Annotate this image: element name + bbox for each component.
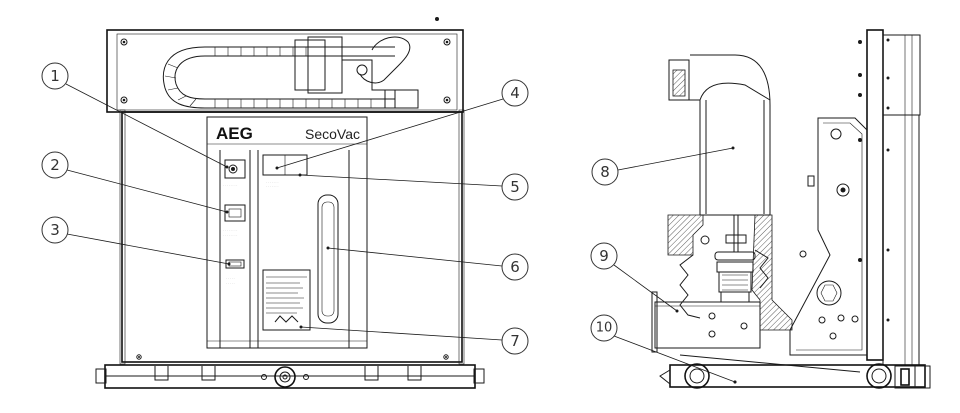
rating-plate [262, 269, 311, 331]
svg-text:3: 3 [50, 221, 60, 239]
callout-8: 8 [591, 158, 619, 186]
racking-drive [274, 366, 296, 388]
svg-text:· · · · ·: · · · · · [226, 281, 235, 285]
svg-text:2: 2 [50, 156, 60, 174]
operating-button [224, 159, 246, 179]
svg-text:10: 10 [596, 321, 613, 336]
svg-text:· · · · · · · ·: · · · · · · · · [223, 233, 237, 237]
svg-text:5: 5 [510, 178, 520, 196]
svg-text:· · · · · · ·: · · · · · · · [266, 180, 278, 184]
wheel-right [866, 363, 892, 389]
callout-7: 7 [501, 327, 529, 355]
brand-label: AEG [216, 124, 253, 143]
svg-text:1: 1 [50, 67, 60, 85]
front-plate [206, 116, 368, 349]
svg-text:· · · · · · · ·: · · · · · · · · [223, 183, 237, 187]
wheel-left [684, 363, 710, 389]
model-label: SecoVac [305, 126, 360, 142]
gear-wheel [816, 280, 842, 306]
pole-column [667, 54, 793, 331]
svg-text:6: 6 [510, 258, 520, 276]
svg-text:4: 4 [510, 84, 520, 102]
side-view [651, 29, 931, 389]
callout-3: 3 [41, 216, 69, 244]
svg-text:· · · · · · · ·: · · · · · · · · [223, 228, 237, 232]
indicator-window [224, 204, 246, 222]
callout-4: 4 [501, 79, 529, 107]
callout-2: 2 [41, 151, 69, 179]
svg-text:· · · · · · ·: · · · · · · · [266, 184, 278, 188]
callout-9: 9 [590, 242, 618, 270]
svg-text:· · · · ·: · · · · · [226, 276, 235, 280]
cable-chain [162, 36, 419, 109]
front-view: AEG SecoVac · · · · · · · · · · · · · · … [95, 17, 485, 389]
callout-6: 6 [501, 253, 529, 281]
counter [225, 259, 245, 269]
svg-text:9: 9 [599, 247, 609, 265]
main-panel [121, 111, 463, 363]
callout-5: 5 [501, 173, 529, 201]
truck-base [95, 364, 485, 389]
callout-10: 10 [590, 314, 618, 342]
lower-bracket [651, 291, 761, 353]
mechanism-housing [789, 117, 868, 356]
top-enclosure [106, 29, 464, 113]
svg-text:8: 8 [600, 163, 610, 181]
callout-1: 1 [41, 62, 69, 90]
callouts: 1 2 3 4 5 6 [41, 62, 737, 384]
frame-rail [866, 29, 884, 361]
side-truck-base [659, 354, 931, 389]
viewing-slot [317, 194, 339, 324]
svg-text:7: 7 [510, 332, 520, 350]
